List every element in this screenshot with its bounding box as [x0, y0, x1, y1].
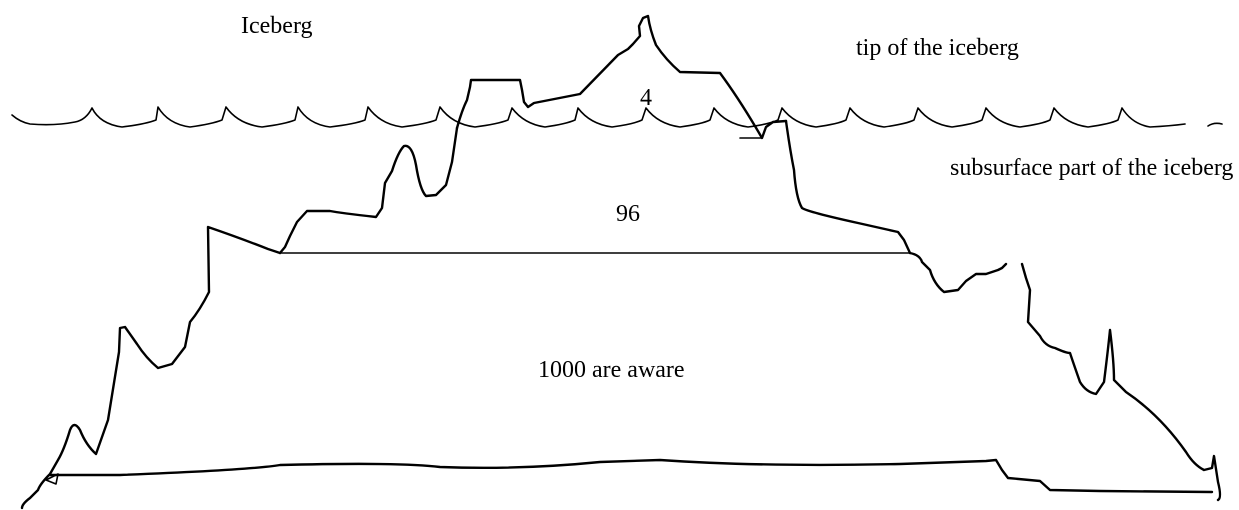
- arrow-head-icon: [45, 473, 59, 485]
- diagram-title: Iceberg: [241, 13, 313, 39]
- water-surface-line: [11, 106, 1186, 128]
- water-surface-tail: [1207, 122, 1223, 127]
- iceberg-right-outline: [908, 251, 1222, 502]
- subsurface-count: 96: [616, 201, 640, 227]
- subsurface-outline: [278, 119, 912, 255]
- iceberg-body-outline: [20, 225, 282, 510]
- subsurface-label: subsurface part of the iceberg: [950, 155, 1234, 181]
- tip-label: tip of the iceberg: [856, 35, 1019, 61]
- aware-count: 1000 are aware: [538, 357, 685, 383]
- iceberg-bottom-line: [48, 458, 1214, 494]
- iceberg-tip-outline: [455, 14, 788, 140]
- tip-count: 4: [640, 85, 652, 111]
